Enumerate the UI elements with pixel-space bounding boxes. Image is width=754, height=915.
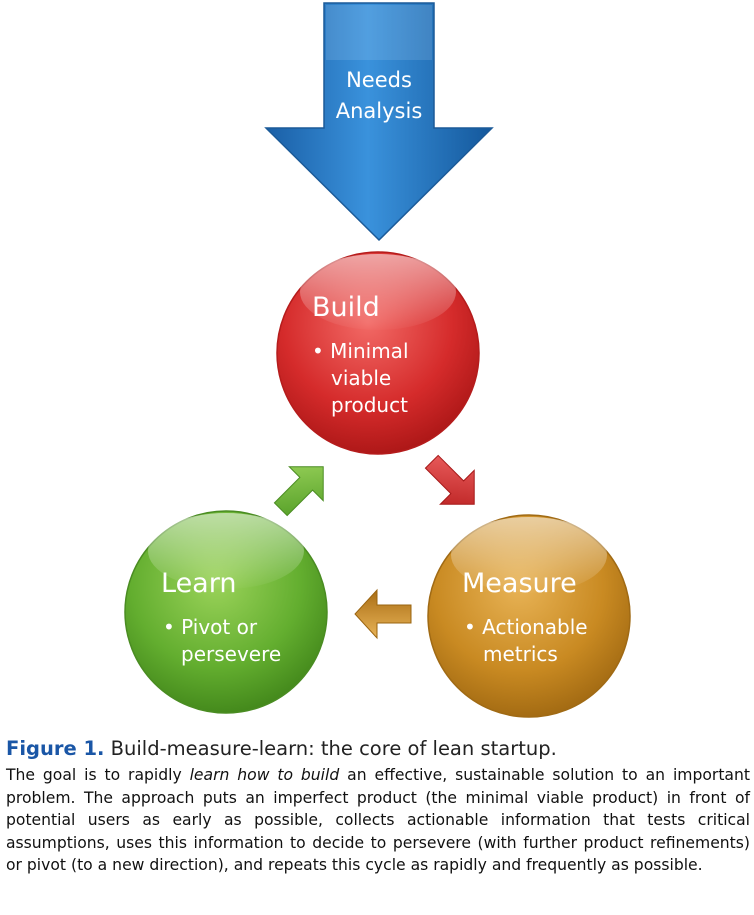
figure-title: Build-measure-learn: the core of lean st… <box>110 737 557 760</box>
learn-node: Learn • Pivot or persevere <box>124 510 328 714</box>
figure-label: Figure 1. <box>6 737 105 760</box>
measure-node: Measure • Actionable metrics <box>427 514 631 718</box>
build-to-measure-arrow <box>424 454 475 505</box>
needs-analysis-arrow: Needs Analysis <box>264 2 494 242</box>
measure-title: Measure <box>462 568 577 599</box>
build-bullet-line-3: product <box>331 393 408 417</box>
measure-to-learn-arrow <box>354 588 412 640</box>
needs-analysis-line-2: Analysis <box>336 99 423 123</box>
learn-to-build-arrow <box>273 466 324 517</box>
caption-body-emphasis: learn how to build <box>189 766 340 784</box>
caption-body-rest: an effective, sustainable solution to an… <box>6 766 750 874</box>
build-measure-learn-diagram: Needs Analysis Build • Minimal viable pr… <box>124 2 631 718</box>
build-node: Build • Minimal viable product <box>276 251 480 455</box>
needs-analysis-line-1: Needs <box>346 68 412 92</box>
learn-bullet-line-1: • Pivot or <box>163 615 258 639</box>
measure-bullet-line-1: • Actionable <box>464 615 588 639</box>
learn-title: Learn <box>161 568 236 599</box>
caption-body: The goal is to rapidly learn how to buil… <box>6 764 750 877</box>
caption-title-line: Figure 1. Build-measure-learn: the core … <box>6 735 750 763</box>
measure-bullet-line-2: metrics <box>483 642 558 666</box>
build-title: Build <box>312 292 380 323</box>
caption-body-start: The goal is to rapidly <box>6 766 190 784</box>
down-arrow-shape <box>264 2 494 242</box>
figure-caption: Figure 1. Build-measure-learn: the core … <box>6 735 750 877</box>
learn-bullet-line-2: persevere <box>181 642 281 666</box>
build-bullet-line-2: viable <box>331 366 391 390</box>
build-bullet-line-1: • Minimal <box>312 339 409 363</box>
